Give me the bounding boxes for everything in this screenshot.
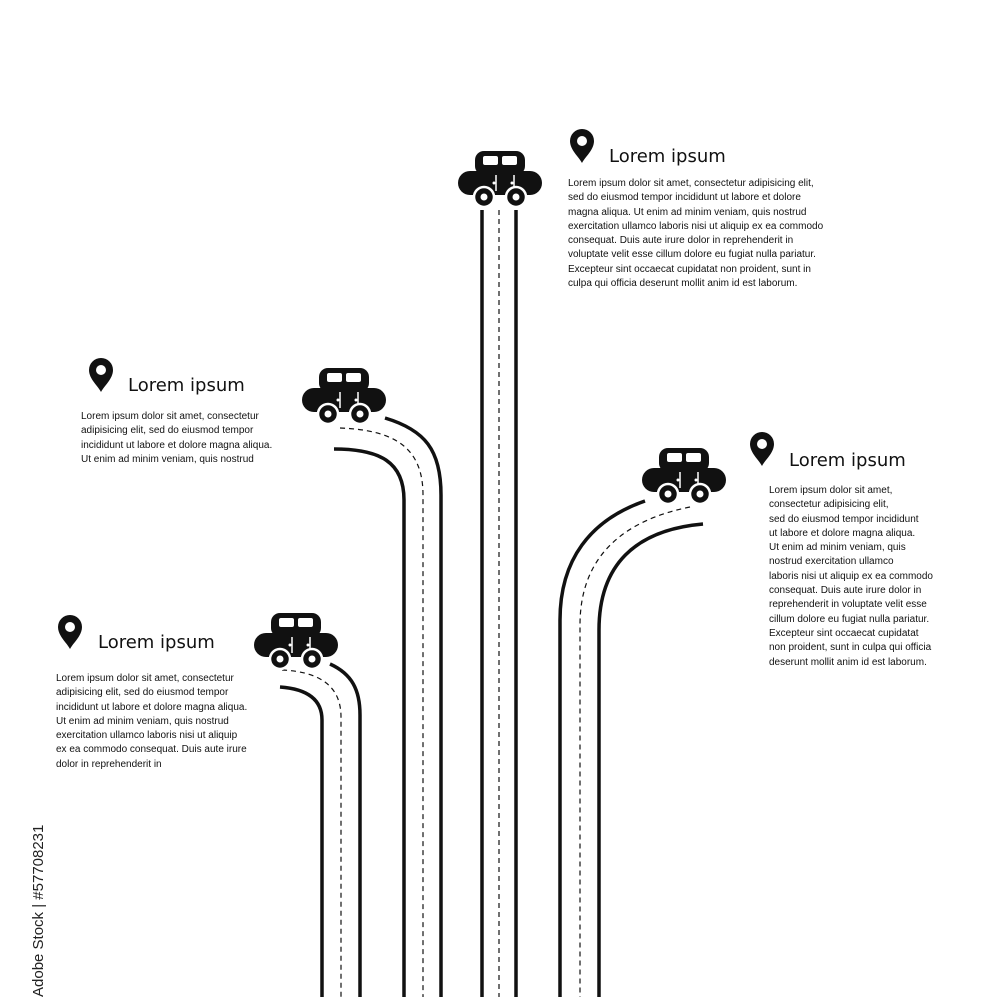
map-pin-icon: [58, 615, 82, 649]
text-line: Lorem ipsum dolor sit amet, consectetur: [56, 673, 234, 684]
text-line: Lorem ipsum dolor sit amet, consectetur …: [568, 178, 814, 189]
text-line: nostrud exercitation ullamco: [769, 556, 894, 568]
road-right: [558, 499, 704, 997]
info-text-1: Lorem ipsum dolor sit amet, consectetur …: [568, 177, 823, 291]
car-icon: [300, 366, 388, 426]
text-line: incididunt ut labore et dolore magna ali…: [81, 439, 273, 451]
text-line: Ut enim ad minim veniam, quis nostrud: [81, 453, 254, 465]
text-line: non proident, sunt in culpa qui officia: [769, 642, 932, 654]
text-line: cillum dolore eu fugiat nulla pariatur.: [769, 613, 930, 625]
text-line: Lorem ipsum dolor sit amet,: [769, 485, 893, 496]
text-line: consectetur adipisicing elit,: [769, 499, 889, 511]
text-line: incididunt ut labore et dolore magna ali…: [56, 701, 248, 713]
text-line: Ut enim ad minim veniam, quis: [769, 542, 906, 554]
text-line: dolor in reprehenderit in: [56, 758, 162, 770]
text-line: Excepteur sint occaecat cupidatat: [769, 627, 919, 639]
road-center: [480, 210, 518, 997]
info-text-2: Lorem ipsum dolor sit amet, consectetur …: [81, 410, 272, 467]
info-text-4: Lorem ipsum dolor sit amet, consectetur …: [56, 672, 247, 772]
text-line: ex ea commodo consequat. Duis aute irure: [56, 744, 247, 756]
info-title-4: Lorem ipsum: [98, 632, 215, 653]
text-line: adipisicing elit, sed do eiusmod tempor: [81, 425, 254, 437]
text-line: laboris nisi ut aliquip ex ea commodo: [769, 570, 933, 582]
car-icon: [640, 446, 728, 506]
road-left-middle: [333, 416, 443, 997]
text-line: sed do eiusmod tempor incididunt ut labo…: [568, 192, 801, 204]
text-line: exercitation ullamco laboris nisi ut ali…: [56, 730, 238, 742]
map-pin-icon: [89, 358, 113, 392]
info-title-1: Lorem ipsum: [609, 146, 726, 167]
text-line: culpa qui officia deserunt mollit anim i…: [568, 278, 798, 290]
text-line: adipisicing elit, sed do eiusmod tempor: [56, 687, 229, 699]
text-line: Lorem ipsum dolor sit amet, consectetur: [81, 411, 259, 422]
text-line: reprehenderit in voluptate velit esse: [769, 599, 927, 611]
stock-id-label: Adobe Stock | #57708231: [30, 824, 47, 997]
text-line: voluptate velit esse cillum dolore eu fu…: [568, 249, 816, 261]
text-line: Ut enim ad minim veniam, quis nostrud: [56, 715, 229, 727]
map-pin-icon: [750, 432, 774, 466]
car-icon: [456, 149, 544, 209]
text-line: Excepteur sint occaecat cupidatat non pr…: [568, 263, 811, 275]
text-line: consequat. Duis aute irure dolor in: [769, 585, 922, 597]
text-line: sed do eiusmod tempor incididunt: [769, 513, 919, 525]
text-line: consequat. Duis aute irure dolor in repr…: [568, 235, 794, 247]
text-line: deserunt mollit anim id est laborum.: [769, 656, 927, 668]
map-pin-icon: [570, 129, 594, 163]
text-line: ut labore et dolore magna aliqua.: [769, 527, 916, 539]
text-line: exercitation ullamco laboris nisi ut ali…: [568, 220, 824, 232]
info-title-2: Lorem ipsum: [128, 375, 245, 396]
text-line: magna aliqua. Ut enim ad minim veniam, q…: [568, 206, 807, 218]
info-text-3: Lorem ipsum dolor sit amet, consectetur …: [769, 484, 933, 670]
car-icon: [252, 611, 340, 671]
road-left-bottom: [279, 662, 362, 997]
info-title-3: Lorem ipsum: [789, 450, 906, 471]
